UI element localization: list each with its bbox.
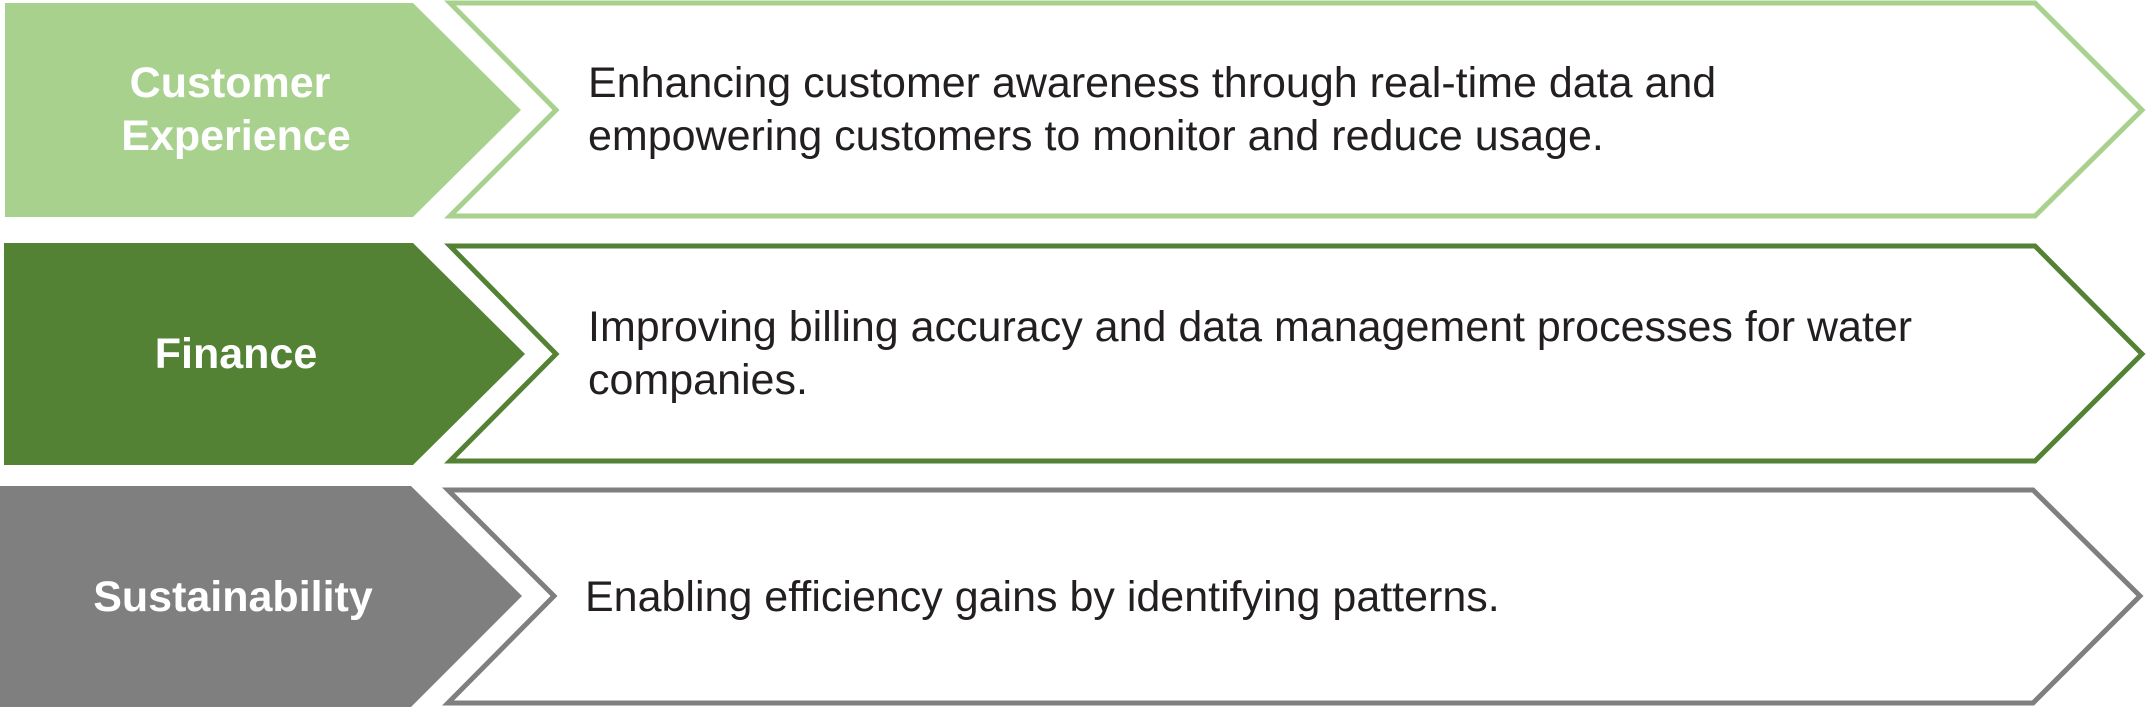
svg-text:Finance: Finance [155,330,318,378]
customer-experience-label-line-1: Customer [130,59,331,107]
customer-experience-description-chevron [443,0,2146,219]
sustainability-description-chevron [441,487,2144,706]
sustainability-description-line-1: Enabling efficiency gains by identifying… [585,573,1500,621]
svg-text:Customer Experience: Customer Experience [121,59,350,160]
sustainability-label-chevron [0,486,522,707]
sustainability-label-line-1: Sustainability [93,573,373,621]
finance-description-line-2: companies. [588,356,808,404]
finance-label-line-1: Finance [155,330,318,378]
svg-text:Sustainability: Sustainability [93,573,373,621]
row-customer-experience: Customer Experience Enhancing customer a… [5,0,2146,219]
customer-experience-label-line-2: Experience [121,112,350,160]
finance-description-line-1: Improving billing accuracy and data mana… [588,303,1912,351]
row-sustainability: Sustainability Enabling efficiency gains… [0,486,2144,707]
customer-experience-description-line-1: Enhancing customer awareness through rea… [588,59,1716,107]
svg-text:Enabling efficiency gains by i: Enabling efficiency gains by identifying… [585,573,1500,621]
row-finance: Finance Improving billing accuracy and d… [4,243,2146,465]
customer-experience-description-line-2: empowering customers to monitor and redu… [588,112,1604,160]
svg-text:Enhancing customer awareness t: Enhancing customer awareness through rea… [588,59,1728,160]
customer-experience-label-chevron [5,3,521,217]
svg-text:Improving billing accuracy and: Improving billing accuracy and data mana… [588,303,1924,404]
finance-label-chevron [4,243,525,465]
finance-description-chevron [444,243,2146,464]
